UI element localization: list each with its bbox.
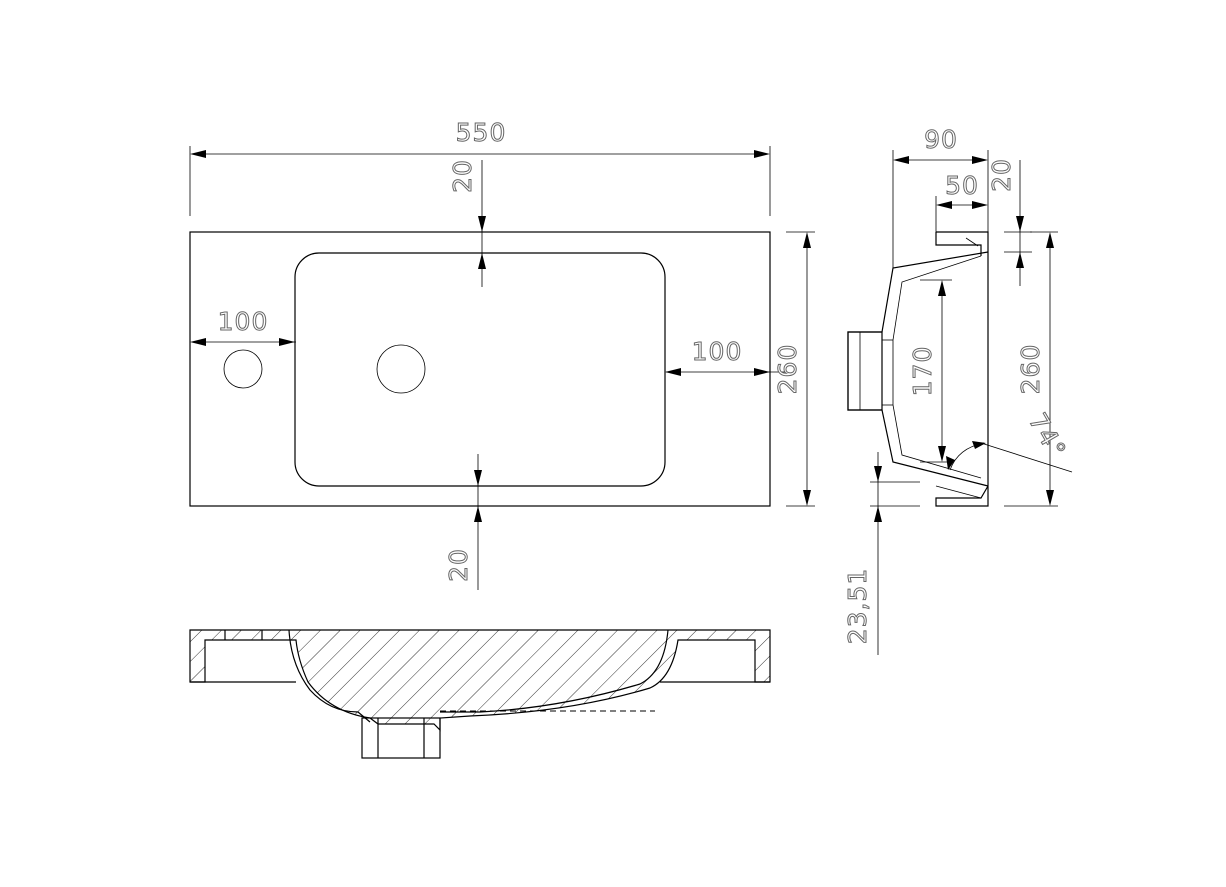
section-drain [361,717,441,759]
basin-outline [189,231,771,507]
dim-50-label: 50 [945,171,979,200]
tap-hole [223,349,263,389]
dim-offset: 23,51 [843,452,920,655]
section-view [189,629,771,759]
drain-hole [376,344,426,394]
dim-90-label: 90 [924,125,958,154]
dim-20-side-label: 20 [987,158,1016,192]
dim-rim-bottom: 20 [444,454,482,590]
dim-right-margin: 100 [665,337,786,376]
dim-20-bottom-label: 20 [444,548,473,582]
section-hatched-wall [189,629,771,732]
dim-angle: 74° [946,408,1072,473]
dim-left-margin: 100 [190,307,296,346]
dim-side-overall: 260 [1004,231,1058,507]
dim-170-label: 170 [908,346,937,397]
dim-550-label: 550 [456,118,507,147]
dim-23-51-label: 23,51 [843,568,872,645]
drain-stub [847,331,883,411]
dim-20-top-label: 20 [448,159,477,193]
dim-depth: 90 [892,125,989,268]
bowl-outline [294,252,666,487]
dim-overall-width: 550 [189,118,771,216]
dim-260-side-label: 260 [1016,344,1045,395]
dim-rim: 20 [987,158,1032,286]
top-view: 550 20 20 100 100 [189,118,815,590]
dim-inner: 50 [935,171,988,232]
dim-100-right-label: 100 [692,337,743,366]
side-view: 90 50 20 170 [843,125,1072,655]
dim-74-label: 74° [1023,408,1072,463]
dim-overall-depth: 260 [773,231,815,507]
dim-rim-top: 20 [448,159,486,287]
dim-bowl-height: 170 [908,279,952,463]
dim-260-label: 260 [773,344,802,395]
dim-100-left-label: 100 [218,307,269,336]
